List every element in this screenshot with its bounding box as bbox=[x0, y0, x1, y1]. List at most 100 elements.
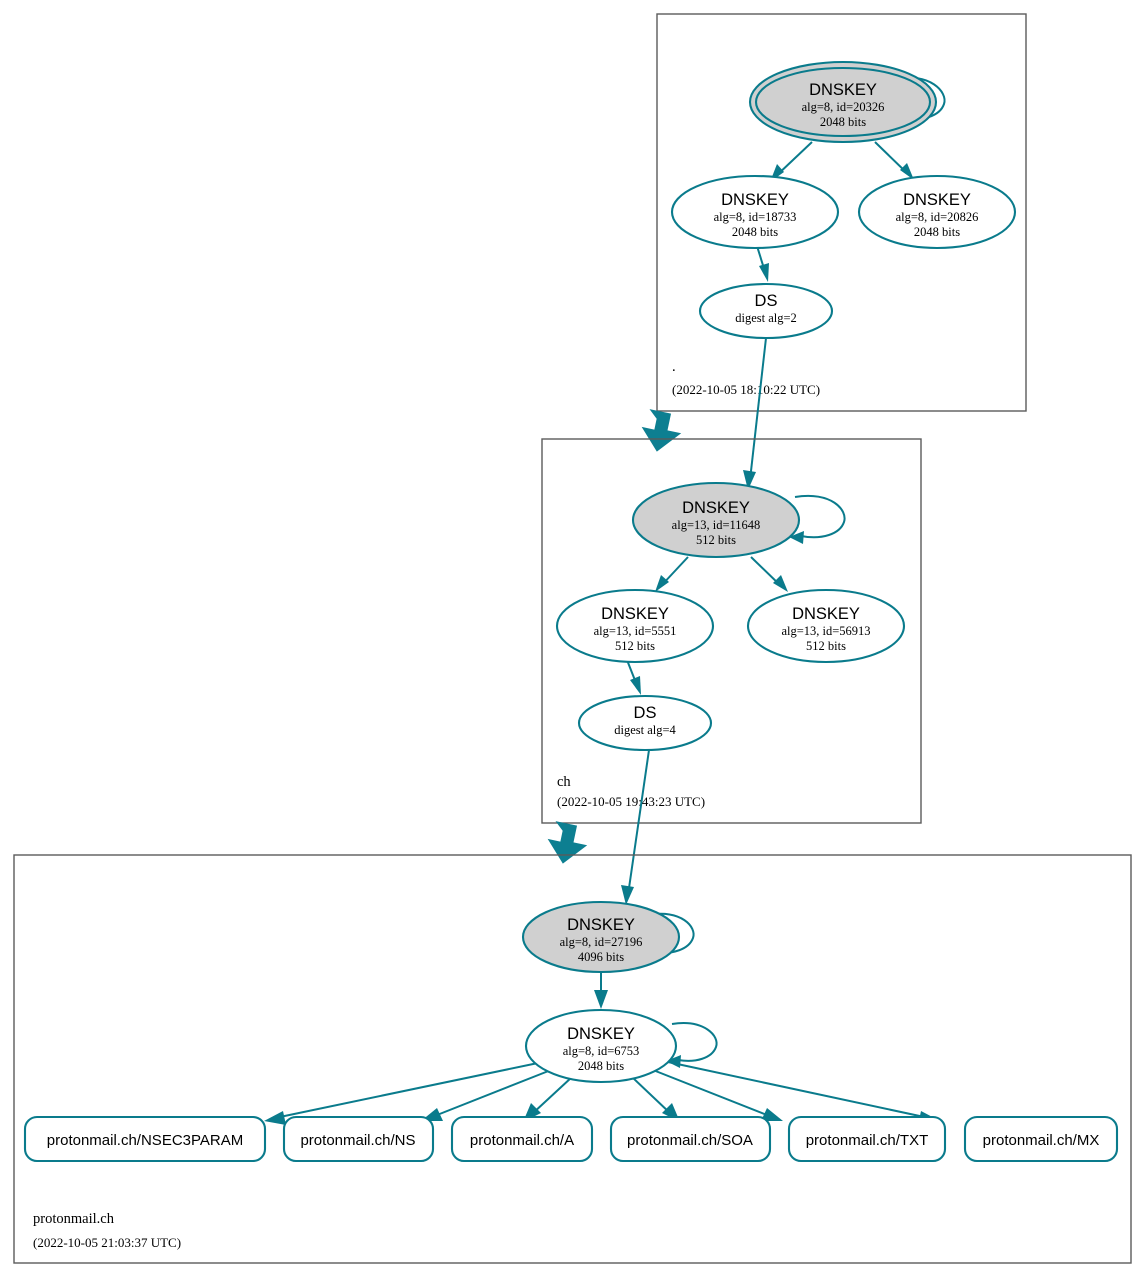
rrset-txt-label: protonmail.ch/TXT bbox=[806, 1132, 929, 1149]
edge-signature-pm-zsk-to-txt bbox=[652, 1069, 773, 1118]
rrset-soa-label: protonmail.ch/SOA bbox=[627, 1132, 753, 1149]
node-root-ksk-params: alg=8, id=20326 bbox=[802, 100, 885, 114]
zone-ch-name: ch bbox=[557, 774, 571, 790]
node-pm-ksk-ellipse bbox=[521, 900, 681, 974]
node-ch-ds-ellipse bbox=[577, 694, 713, 752]
node-root-zsk-18733-params: alg=8, id=18733 bbox=[714, 210, 797, 224]
zone-root: DNSKEY alg=8, id=20326 2048 bits DNSKEY … bbox=[656, 13, 1027, 412]
node-root-ds-params: digest alg=2 bbox=[735, 311, 797, 325]
node-ch-zsk-5551-size: 512 bits bbox=[615, 639, 655, 653]
node-root-zsk-20826-size: 2048 bits bbox=[914, 225, 960, 239]
edge-arrowhead-root-18733-to-ds bbox=[759, 263, 769, 282]
zone-protonmail-timestamp: (2022-10-05 21:03:37 UTC) bbox=[33, 1235, 181, 1250]
rrset-a-box bbox=[450, 1115, 594, 1163]
node-root-ksk-20326[interactable]: DNSKEY alg=8, id=20326 2048 bits bbox=[748, 60, 938, 144]
node-ch-zsk-56913-label: DNSKEY bbox=[792, 605, 860, 623]
edge-arrowhead-pm-zsk-to-txt bbox=[761, 1108, 783, 1121]
edge-signature-pm-zsk-to-soa bbox=[631, 1076, 672, 1115]
zone-protonmail: DNSKEY alg=8, id=27196 4096 bits DNSKEY … bbox=[13, 854, 1132, 1264]
node-root-zsk-20826-label: DNSKEY bbox=[903, 191, 971, 209]
zone-root-timestamp: (2022-10-05 18:10:22 UTC) bbox=[672, 382, 820, 397]
node-pm-zsk-size: 2048 bits bbox=[578, 1059, 624, 1073]
rrset-mx[interactable]: protonmail.ch/MX bbox=[963, 1115, 1119, 1163]
node-ch-zsk-56913[interactable]: DNSKEY alg=13, id=56913 512 bits bbox=[746, 588, 906, 664]
zone-protonmail-name: protonmail.ch bbox=[33, 1211, 115, 1227]
zone-root-name: . bbox=[672, 359, 676, 375]
node-ch-ksk-size: 512 bits bbox=[696, 533, 736, 547]
node-ch-ds-4[interactable]: DS digest alg=4 bbox=[577, 694, 713, 752]
rrset-mx-label: protonmail.ch/MX bbox=[983, 1132, 1100, 1149]
edge-arrowhead-ch-ds-to-pm-ksk bbox=[621, 885, 634, 905]
node-ch-zsk-5551-params: alg=13, id=5551 bbox=[594, 624, 677, 638]
node-root-zsk-18733-ellipse bbox=[670, 174, 840, 250]
node-ch-ksk-ellipse bbox=[631, 481, 801, 559]
rrset-a[interactable]: protonmail.ch/A bbox=[450, 1115, 594, 1163]
node-ch-zsk-5551-ellipse bbox=[555, 588, 715, 664]
node-ch-zsk-5551-label: DNSKEY bbox=[601, 605, 669, 623]
node-pm-ksk-size: 4096 bits bbox=[578, 950, 624, 964]
edge-line-ch-ds-to-pm-ksk bbox=[627, 749, 650, 896]
node-ch-ksk-label: DNSKEY bbox=[682, 499, 750, 517]
node-pm-zsk-label: DNSKEY bbox=[567, 1025, 635, 1043]
delegation-arrow-root-to-ch bbox=[641, 409, 682, 452]
edge-self-signature-pm-zsk bbox=[671, 1022, 718, 1062]
node-ch-zsk-5551[interactable]: DNSKEY alg=13, id=5551 512 bits bbox=[555, 588, 715, 664]
edge-arrowhead-self-ch-ksk bbox=[789, 531, 804, 544]
edge-arrowhead-ch-ksk-to-56913 bbox=[773, 575, 788, 592]
edge-arrowhead-ch-5551-to-ds bbox=[630, 676, 641, 695]
node-ch-zsk-56913-params: alg=13, id=56913 bbox=[781, 624, 870, 638]
edge-arrowhead-pm-zsk-to-nsec3param bbox=[264, 1111, 286, 1125]
rrset-ns-box bbox=[282, 1115, 435, 1163]
rrset-soa-box bbox=[609, 1115, 772, 1163]
node-root-zsk-18733-label: DNSKEY bbox=[721, 191, 789, 209]
edge-arrowhead-root-ds-to-ch-ksk bbox=[743, 470, 756, 490]
node-ch-zsk-56913-ellipse bbox=[746, 588, 906, 664]
edge-delegation-ch-ds-to-pm-ksk bbox=[621, 749, 650, 905]
node-pm-zsk-params: alg=8, id=6753 bbox=[563, 1044, 640, 1058]
rrset-txt[interactable]: protonmail.ch/TXT bbox=[787, 1115, 947, 1163]
zone-ch: DNSKEY alg=13, id=11648 512 bits DNSKEY … bbox=[541, 438, 922, 824]
node-root-zsk-20826[interactable]: DNSKEY alg=8, id=20826 2048 bits bbox=[857, 174, 1017, 250]
node-root-ksk-size: 2048 bits bbox=[820, 115, 866, 129]
edge-signature-pm-zsk-to-mx bbox=[667, 1061, 930, 1119]
edge-delegation-root-ds-to-ch-ksk bbox=[743, 337, 767, 490]
rrset-a-label: protonmail.ch/A bbox=[470, 1132, 574, 1149]
edge-arrowhead-ch-ksk-to-5551 bbox=[655, 575, 669, 592]
rrset-ns[interactable]: protonmail.ch/NS bbox=[282, 1115, 435, 1163]
zone-ch-timestamp: (2022-10-05 19:43:23 UTC) bbox=[557, 794, 705, 809]
node-root-ksk-label: DNSKEY bbox=[809, 81, 877, 99]
edge-arrowhead-pm-ksk-to-zsk bbox=[594, 990, 608, 1009]
edge-signature-pm-zsk-to-a bbox=[531, 1076, 573, 1115]
node-pm-zsk-6753[interactable]: DNSKEY alg=8, id=6753 2048 bits bbox=[524, 1008, 678, 1084]
edge-self-signature-ch-ksk bbox=[794, 494, 846, 539]
rrset-soa[interactable]: protonmail.ch/SOA bbox=[609, 1115, 772, 1163]
node-root-ds-2[interactable]: DS digest alg=2 bbox=[698, 282, 834, 340]
rrset-nsec3param-label: protonmail.ch/NSEC3PARAM bbox=[47, 1132, 243, 1149]
node-root-ksk-inner-ellipse bbox=[754, 66, 932, 138]
rrset-nsec3param-box bbox=[23, 1115, 267, 1163]
node-pm-ksk-27196[interactable]: DNSKEY alg=8, id=27196 4096 bits bbox=[521, 900, 681, 974]
rrset-nsec3param[interactable]: protonmail.ch/NSEC3PARAM bbox=[23, 1115, 267, 1163]
node-ch-ksk-params: alg=13, id=11648 bbox=[672, 518, 761, 532]
zone-ch-edges bbox=[626, 494, 846, 695]
node-ch-zsk-56913-size: 512 bits bbox=[806, 639, 846, 653]
node-root-zsk-20826-params: alg=8, id=20826 bbox=[896, 210, 979, 224]
node-ch-ksk-11648[interactable]: DNSKEY alg=13, id=11648 512 bits bbox=[631, 481, 801, 559]
node-pm-ksk-label: DNSKEY bbox=[567, 916, 635, 934]
node-root-zsk-18733-size: 2048 bits bbox=[732, 225, 778, 239]
node-root-zsk-20826-ellipse bbox=[857, 174, 1017, 250]
rrset-txt-box bbox=[787, 1115, 947, 1163]
edge-signature-pm-zsk-to-ns bbox=[431, 1069, 552, 1118]
delegation-arrow-ch-to-protonmail bbox=[547, 821, 588, 864]
edge-arrowhead-root-ksk-to-20826 bbox=[900, 163, 914, 180]
node-root-zsk-18733[interactable]: DNSKEY alg=8, id=18733 2048 bits bbox=[670, 174, 840, 250]
node-root-ds-label: DS bbox=[755, 292, 778, 310]
node-ch-ds-label: DS bbox=[634, 704, 657, 722]
edge-line-root-ds-to-ch-ksk bbox=[749, 337, 767, 481]
node-pm-ksk-params: alg=8, id=27196 bbox=[560, 935, 643, 949]
zone-root-border bbox=[656, 13, 1027, 412]
rrset-ns-label: protonmail.ch/NS bbox=[300, 1132, 415, 1149]
edge-signature-pm-zsk-to-nsec3param bbox=[274, 1062, 539, 1119]
node-pm-zsk-ellipse bbox=[524, 1008, 678, 1084]
